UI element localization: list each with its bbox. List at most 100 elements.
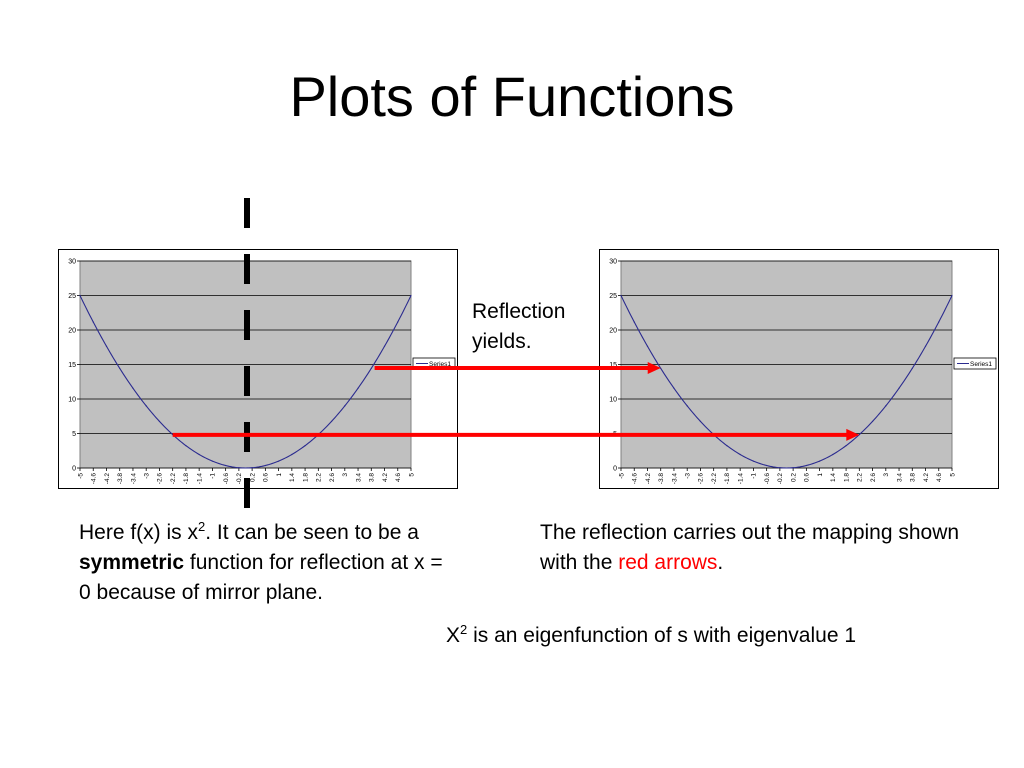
y-tick-label: 30 bbox=[609, 259, 617, 266]
data-point bbox=[885, 405, 887, 407]
data-point bbox=[620, 294, 622, 297]
x-tick-label: -3 bbox=[144, 473, 151, 479]
x-tick-label: 1.8 bbox=[302, 473, 309, 482]
x-tick-label: -3 bbox=[685, 473, 692, 479]
y-tick-label: 0 bbox=[72, 466, 76, 473]
data-point bbox=[752, 460, 754, 462]
data-point bbox=[92, 321, 94, 323]
eigen-sup: 2 bbox=[460, 622, 468, 637]
x-tick-label: -4.6 bbox=[632, 473, 639, 485]
data-point bbox=[211, 460, 213, 462]
x-tick-label: 2.6 bbox=[329, 473, 336, 482]
x-tick-label: 0.2 bbox=[249, 473, 256, 482]
symmetry-explanation: Here f(x) is x2. It can be seen to be a … bbox=[79, 518, 459, 608]
data-point bbox=[819, 460, 821, 462]
x-tick-label: -4.2 bbox=[104, 473, 111, 485]
data-point bbox=[898, 387, 900, 389]
x-tick-label: -3.4 bbox=[671, 473, 678, 485]
x-tick-label: 3.8 bbox=[369, 473, 376, 482]
eigen-base: X bbox=[446, 624, 461, 647]
data-point bbox=[845, 445, 847, 447]
data-point bbox=[924, 345, 927, 347]
data-point bbox=[105, 345, 108, 347]
x-tick-label: 4.2 bbox=[382, 473, 389, 482]
x-tick-label: -2.6 bbox=[157, 473, 164, 485]
slide-title: Plots of Functions bbox=[289, 65, 735, 128]
data-point bbox=[158, 420, 161, 422]
data-point bbox=[699, 420, 702, 422]
x-tick-label: -0.6 bbox=[223, 473, 230, 485]
y-tick-label: 15 bbox=[609, 362, 617, 369]
data-point bbox=[291, 453, 293, 456]
x-tick-label: 4.2 bbox=[923, 473, 930, 482]
symmetry-text-part1: Here f(x) is x bbox=[79, 521, 199, 544]
x-tick-label: 0.6 bbox=[804, 473, 811, 482]
x-tick-label: -5 bbox=[618, 473, 625, 479]
y-tick-label: 15 bbox=[68, 362, 76, 369]
x-tick-label: -1.8 bbox=[724, 473, 731, 485]
reflection-label-line2: yields. bbox=[472, 330, 532, 353]
x-tick-label: 4.6 bbox=[395, 473, 402, 482]
eigenfunction-statement: X2 is an eigenfunction of s with eigenva… bbox=[446, 621, 1006, 651]
data-point bbox=[779, 467, 781, 469]
x-tick-label: 1 bbox=[817, 473, 824, 477]
y-tick-label: 5 bbox=[72, 431, 76, 438]
reflection-label-line1: Reflection bbox=[472, 300, 566, 323]
mapping-explanation: The reflection carries out the mapping s… bbox=[540, 518, 980, 578]
y-tick-label: 20 bbox=[68, 328, 76, 335]
data-point bbox=[739, 453, 741, 456]
symmetric-bold-word: symmetric bbox=[79, 551, 185, 574]
x-tick-label: 1.4 bbox=[830, 473, 837, 482]
x-tick-label: -1.4 bbox=[737, 473, 744, 485]
x-tick-label: 3.4 bbox=[896, 473, 903, 482]
data-point bbox=[370, 367, 372, 369]
data-point bbox=[238, 467, 240, 469]
data-point bbox=[357, 387, 359, 389]
data-point bbox=[79, 294, 81, 297]
x-tick-label: 3 bbox=[883, 473, 890, 477]
data-point bbox=[832, 453, 834, 456]
x-tick-label: 1.8 bbox=[843, 473, 850, 482]
x-tick-label: -2.2 bbox=[711, 473, 718, 485]
red-arrows-text: red arrows bbox=[618, 551, 718, 574]
x-tick-label: -4.6 bbox=[91, 473, 98, 485]
x-tick-label: 2.2 bbox=[316, 473, 323, 482]
x-tick-label: 5 bbox=[949, 473, 956, 477]
symmetry-text-part2: . It can be seen to be a bbox=[205, 521, 419, 544]
reflection-label: Reflection yields. bbox=[472, 297, 602, 357]
data-point bbox=[383, 345, 386, 347]
x-tick-label: 0.2 bbox=[790, 473, 797, 482]
x-tick-label: -2.2 bbox=[170, 473, 177, 485]
data-point bbox=[726, 445, 728, 447]
x-tick-label: -1.4 bbox=[196, 473, 203, 485]
mapping-arrows bbox=[172, 361, 860, 441]
x-tick-label: 2.2 bbox=[857, 473, 864, 482]
data-point bbox=[792, 467, 794, 469]
series-line bbox=[620, 295, 953, 469]
data-point bbox=[911, 367, 913, 369]
data-point bbox=[766, 464, 768, 467]
x-tick-label: 3 bbox=[342, 473, 349, 477]
data-point bbox=[264, 464, 266, 467]
x-tick-label: 4.6 bbox=[936, 473, 943, 482]
data-point bbox=[251, 467, 253, 469]
x-tick-label: -0.6 bbox=[764, 473, 771, 485]
x-tick-label: -5 bbox=[77, 473, 84, 479]
data-point bbox=[633, 321, 635, 323]
legend-label: Series1 bbox=[429, 361, 451, 368]
data-point bbox=[673, 387, 675, 389]
data-point bbox=[278, 460, 280, 462]
x-tick-label: -1 bbox=[751, 473, 758, 479]
x-tick-label: -3.8 bbox=[117, 473, 124, 485]
red-arrow-head bbox=[846, 428, 860, 441]
data-point bbox=[304, 445, 306, 447]
x-tick-label: 5 bbox=[408, 473, 415, 477]
series-line bbox=[79, 295, 412, 469]
mapping-text-period: . bbox=[717, 551, 724, 574]
data-point bbox=[410, 294, 412, 297]
data-point bbox=[938, 321, 940, 323]
x-tick-label: -0.2 bbox=[777, 473, 784, 485]
data-point bbox=[119, 367, 121, 369]
x-tick-label: -0.2 bbox=[236, 473, 243, 485]
